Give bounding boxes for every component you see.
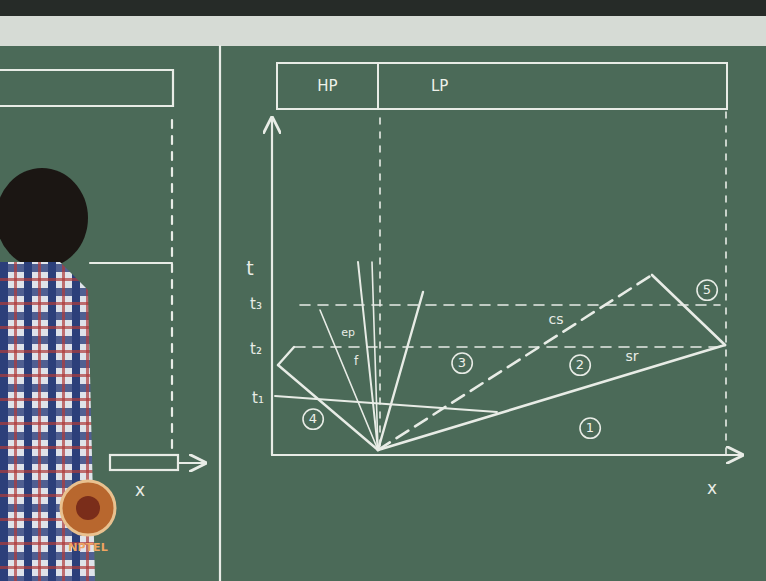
logo-emblem — [61, 481, 115, 535]
expansion-head — [278, 365, 378, 450]
contact-surface-line — [378, 275, 652, 450]
section-label: LP — [431, 78, 448, 95]
t-axis — [271, 118, 273, 455]
left-tube — [0, 70, 173, 106]
region-circle-outline — [570, 355, 590, 375]
chalk-label: f — [352, 355, 360, 368]
expansion-fan-line — [372, 262, 378, 450]
axis-label: t₂ — [248, 341, 264, 358]
region-number-text: 1 — [586, 421, 594, 435]
region-circle-outline — [697, 280, 717, 300]
region-circle-outline — [303, 409, 323, 429]
region-circle-outline — [580, 418, 600, 438]
chalk-label: ep — [339, 327, 357, 339]
region-number-text: 3 — [458, 356, 466, 370]
left-x-axis — [178, 462, 205, 464]
axis-label: t₁ — [250, 390, 266, 407]
region-number: 2 — [569, 354, 591, 376]
left-level-line — [90, 262, 172, 264]
diaphragm-line — [379, 118, 381, 450]
expansion-fan-line — [358, 262, 378, 450]
region-number: 5 — [696, 279, 718, 301]
person-head — [0, 168, 88, 268]
region-number-text: 4 — [309, 412, 317, 426]
t2-line — [295, 346, 720, 348]
chalk-label: x — [133, 481, 147, 500]
region-number-text: 5 — [703, 283, 711, 297]
reflected-expansion — [278, 347, 294, 365]
x-axis — [272, 454, 742, 456]
tube-section: HP — [276, 62, 379, 110]
reflected-shock-line — [652, 275, 725, 345]
left-bar — [110, 455, 178, 470]
expansion-fan-line — [320, 310, 378, 450]
region-number-text: 2 — [576, 358, 584, 372]
logo-center — [76, 496, 100, 520]
shock-line — [378, 345, 725, 450]
expansion-tail — [378, 292, 423, 450]
chalk-label: cs — [547, 312, 566, 327]
left-dashed-line — [171, 120, 173, 455]
logo-text: NPTEL — [66, 542, 109, 554]
chalk-label: x — [705, 479, 719, 498]
axis-label: t₃ — [248, 296, 264, 313]
region-circle-outline — [452, 353, 472, 373]
chalk-label: sr — [623, 349, 640, 364]
tube-section: LP — [377, 62, 728, 110]
region-number: 1 — [579, 417, 601, 439]
region-number: 4 — [302, 408, 324, 430]
board-divider — [219, 46, 221, 581]
axis-label: t — [244, 258, 255, 279]
region-number: 3 — [451, 352, 473, 374]
section-label: HP — [317, 78, 337, 95]
end-wall-line — [725, 112, 727, 455]
board-top — [0, 0, 766, 16]
board-rail — [0, 16, 766, 46]
